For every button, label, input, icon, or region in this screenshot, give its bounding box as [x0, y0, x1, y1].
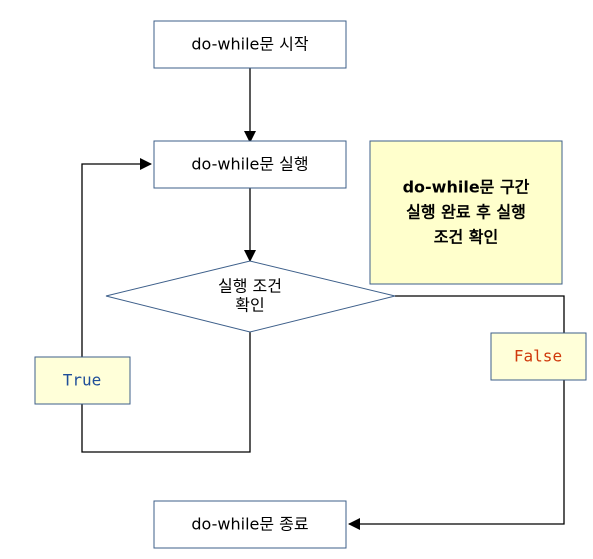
start-node: do-while문 시작 — [153, 20, 347, 69]
condition-node-label-line1: 실행 조건 — [218, 277, 282, 296]
note-line-1: do-while문 구간 — [403, 178, 530, 197]
true-edge-label: True — [34, 356, 131, 405]
end-node: do-while문 종료 — [153, 500, 347, 549]
edge-true-loop — [81, 158, 251, 453]
note-line-3: 조건 확인 — [434, 228, 498, 247]
false-label-text: False — [514, 347, 562, 366]
condition-node: 실행 조건 확인 — [105, 260, 396, 333]
start-node-label: do-while문 시작 — [191, 35, 309, 54]
note-box: do-while문 구간 실행 완료 후 실행 조건 확인 — [369, 140, 563, 285]
execute-node: do-while문 실행 — [153, 140, 347, 189]
note-line-2: 실행 완료 후 실행 — [406, 203, 526, 222]
execute-node-label: do-while문 실행 — [191, 155, 308, 174]
true-label-text: True — [63, 371, 102, 390]
end-node-label: do-while문 종료 — [191, 515, 308, 534]
edge-false-to-end — [348, 295, 565, 530]
condition-node-label-line2: 확인 — [235, 296, 264, 315]
false-edge-label: False — [490, 332, 587, 381]
